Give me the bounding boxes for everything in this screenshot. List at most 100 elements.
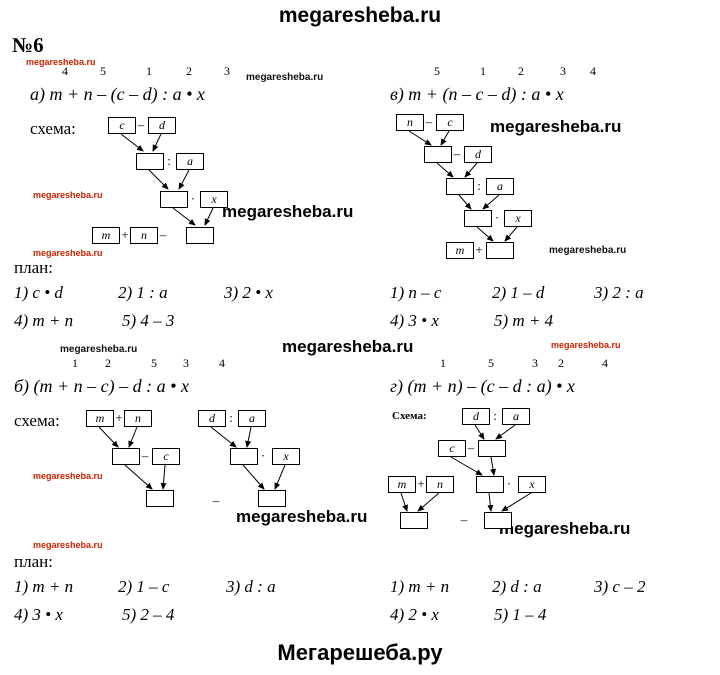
scheme-box-empty <box>446 178 474 195</box>
watermark: megaresheba.ru <box>236 507 368 526</box>
plan-item: 5) 1 – 4 <box>494 605 547 624</box>
plan-item: 2) 1 : a <box>118 283 168 302</box>
watermark: megaresheba.ru <box>246 72 324 83</box>
plan-item: 4) 3 • x <box>390 311 439 330</box>
scheme-operator: – <box>460 512 468 527</box>
scheme-box: d <box>462 408 490 425</box>
plan-item: 2) 1 – d <box>492 283 545 302</box>
expression-b: б) (m + n – c) – d : a • x <box>14 376 189 396</box>
scheme-operator: – <box>212 493 220 508</box>
scheme-operator: – <box>453 146 461 161</box>
watermark: megaresheba.ru <box>33 190 103 200</box>
order-number: 4 <box>602 356 608 370</box>
watermark: megaresheba.ru <box>26 57 96 67</box>
scheme-b: m + n d : a – c · x – <box>80 408 320 514</box>
problem-number: №6 <box>12 33 44 57</box>
order-number: 5 <box>151 356 157 370</box>
scheme-box: c <box>152 448 180 465</box>
scheme-g: Схема: d : a c – m + n · x – <box>386 406 561 532</box>
order-number: 2 <box>518 64 524 78</box>
plan-item: 4) 3 • x <box>14 605 63 624</box>
plan-item: 2) 1 – c <box>118 577 170 596</box>
order-number: 3 <box>183 356 189 370</box>
scheme-box-empty <box>478 440 506 457</box>
site-header: megaresheba.ru <box>278 4 442 27</box>
scheme-box: x <box>272 448 300 465</box>
plan-label-b: план: <box>14 552 53 571</box>
scheme-label-a: схема: <box>30 119 76 138</box>
order-number: 1 <box>480 64 486 78</box>
order-number: 2 <box>105 356 111 370</box>
scheme-box-empty <box>112 448 140 465</box>
expression-g: г) (m + n) – (c – d : a) • x <box>390 376 575 396</box>
scheme-label-b: схема: <box>14 411 60 430</box>
order-number: 5 <box>100 64 106 78</box>
scheme-box-empty <box>186 227 214 244</box>
scheme-operator: – <box>425 114 433 129</box>
scheme-box-empty <box>136 153 164 170</box>
plan-label-a: план: <box>14 258 53 277</box>
scheme-box-empty <box>424 146 452 163</box>
scheme-operator: – <box>141 448 149 463</box>
order-number: 2 <box>186 64 192 78</box>
scheme-box: c <box>438 440 466 457</box>
scheme-box: m <box>446 242 474 259</box>
scheme-box: a <box>176 153 204 170</box>
scheme-box-empty <box>486 242 514 259</box>
scheme-box: x <box>518 476 546 493</box>
watermark: megaresheba.ru <box>33 540 103 550</box>
scheme-box: m <box>86 410 114 427</box>
scheme-label-g: Схема: <box>392 410 427 422</box>
watermark: megaresheba.ru <box>490 117 622 136</box>
order-number: 1 <box>72 356 78 370</box>
plan-item: 1) c • d <box>14 283 63 302</box>
scheme-box-empty <box>476 476 504 493</box>
plan-item: 5) 4 – 3 <box>122 311 175 330</box>
order-number: 3 <box>224 64 230 78</box>
scheme-operator: : <box>493 408 497 423</box>
scheme-box-empty <box>464 210 492 227</box>
scheme-operator: : <box>229 410 233 425</box>
scheme-operator: · <box>190 191 196 206</box>
scheme-v: n – c – d : a · x m + <box>392 112 552 260</box>
plan-item: 3) d : a <box>226 577 276 596</box>
scheme-box-empty <box>258 490 286 507</box>
plan-item: 1) m + n <box>14 577 74 596</box>
order-number: 3 <box>560 64 566 78</box>
scheme-operator: · <box>494 210 500 225</box>
scheme-box: m <box>92 227 120 244</box>
scheme-box: d <box>464 146 492 163</box>
plan-item: 5) m + 4 <box>494 311 554 330</box>
scheme-box: n <box>130 227 158 244</box>
scheme-box: d <box>198 410 226 427</box>
scheme-operator: + <box>121 227 129 242</box>
order-number: 3 <box>532 356 538 370</box>
watermark: megaresheba.ru <box>222 202 354 221</box>
scheme-operator: – <box>159 227 167 242</box>
plan-item: 3) 2 • x <box>224 283 273 302</box>
scheme-box-empty <box>146 490 174 507</box>
expression-a: а) m + n – (c – d) : a • x <box>30 84 205 104</box>
plan-item: 1) n – c <box>390 283 442 302</box>
scheme-box: m <box>388 476 416 493</box>
order-number: 5 <box>434 64 440 78</box>
watermark: megaresheba.ru <box>549 245 627 256</box>
scheme-box-empty <box>400 512 428 529</box>
order-number: 2 <box>558 356 564 370</box>
scheme-operator: + <box>115 410 123 425</box>
watermark: megaresheba.ru <box>282 337 414 356</box>
plan-item: 2) d : a <box>492 577 542 596</box>
scheme-operator: – <box>137 117 145 132</box>
scheme-box: c <box>436 114 464 131</box>
scheme-box: x <box>504 210 532 227</box>
scheme-box: n <box>426 476 454 493</box>
watermark: megaresheba.ru <box>33 471 103 481</box>
plan-item: 4) 2 • x <box>390 605 439 624</box>
scheme-box-empty <box>484 512 512 529</box>
scheme-operator: · <box>506 476 512 491</box>
scheme-operator: : <box>477 178 481 193</box>
watermark: megaresheba.ru <box>60 344 138 355</box>
watermark: megaresheba.ru <box>499 519 631 538</box>
plan-item: 1) m + n <box>390 577 450 596</box>
